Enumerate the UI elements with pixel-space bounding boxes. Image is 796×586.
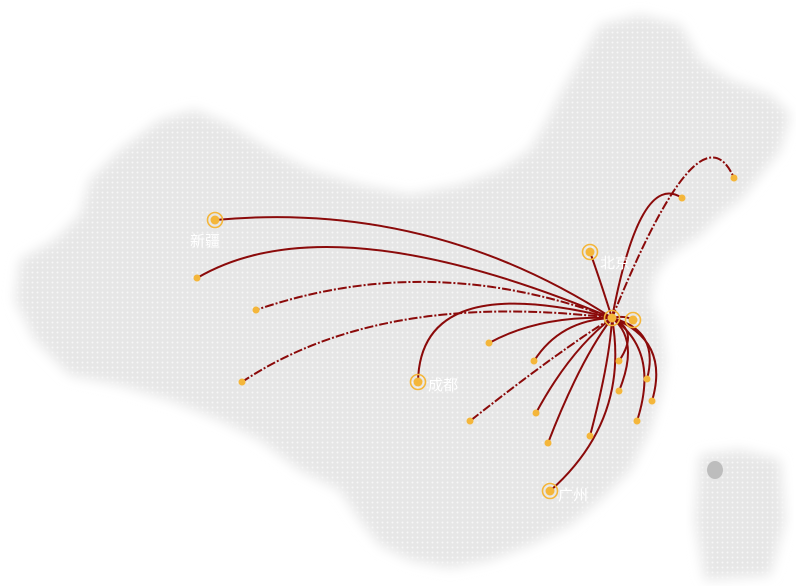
city-dot-east-2[interactable] — [615, 387, 623, 395]
city-dot-west-1[interactable] — [193, 274, 201, 282]
city-dot-chengdu[interactable] — [413, 377, 423, 387]
route-line-west-1 — [196, 245, 613, 319]
island-landmass — [695, 450, 785, 580]
city-dot-central-1[interactable] — [485, 339, 493, 347]
city-ring-nanjing — [624, 311, 642, 329]
city-ring-guangzhou — [541, 482, 559, 500]
city-dot-east-5[interactable] — [633, 417, 641, 425]
route-line-chengdu — [417, 302, 613, 383]
city-dot-south-1[interactable] — [466, 417, 474, 425]
city-dot-guangzhou[interactable] — [545, 486, 555, 496]
city-dot-west-2[interactable] — [252, 306, 260, 314]
city-dot-xinjiang[interactable] — [210, 215, 220, 225]
city-dot-hub[interactable] — [607, 313, 617, 323]
city-dot-southwest[interactable] — [238, 378, 246, 386]
route-line-east-4 — [611, 317, 658, 402]
route-line-guangzhou — [549, 317, 617, 492]
city-label-guangzhou: 广州 — [558, 486, 588, 504]
china-landmass — [15, 15, 790, 568]
route-line-central-1 — [488, 316, 613, 344]
city-dot-northeast-1[interactable] — [678, 194, 686, 202]
route-line-southwest — [241, 310, 613, 383]
city-dot-south-2[interactable] — [532, 409, 540, 417]
city-label-beijing: 北京 — [600, 254, 630, 272]
routes — [196, 156, 735, 492]
city-dot-central-2[interactable] — [530, 357, 538, 365]
city-dot-east-4[interactable] — [648, 397, 656, 405]
route-line-east-5 — [611, 317, 646, 422]
city-dot-south-4[interactable] — [586, 432, 594, 440]
route-line-west-2 — [255, 280, 613, 319]
island-icon — [707, 461, 723, 479]
route-line-south-4 — [589, 317, 613, 437]
city-dot-south-3[interactable] — [544, 439, 552, 447]
city-dot-nanjing[interactable] — [628, 315, 638, 325]
city-dot-beijing[interactable] — [585, 247, 595, 257]
route-line-northeast-2 — [611, 156, 735, 319]
city-label-chengdu: 成都 — [428, 376, 458, 394]
city-ring-xinjiang — [206, 211, 224, 229]
route-line-xinjiang — [214, 216, 613, 319]
city-nodes — [193, 174, 738, 500]
city-dot-northeast-2[interactable] — [730, 174, 738, 182]
route-line-south-3 — [547, 317, 613, 444]
city-ring-chengdu — [409, 373, 427, 391]
route-line-south-2 — [535, 317, 613, 414]
city-dot-east-3[interactable] — [643, 375, 651, 383]
city-ring-hub — [603, 309, 621, 327]
route-line-south-1 — [469, 317, 613, 422]
city-ring-beijing — [581, 243, 599, 261]
city-label-xinjiang: 新疆 — [190, 232, 220, 250]
route-line-central-2 — [533, 317, 613, 362]
city-dot-east-1[interactable] — [615, 357, 623, 365]
